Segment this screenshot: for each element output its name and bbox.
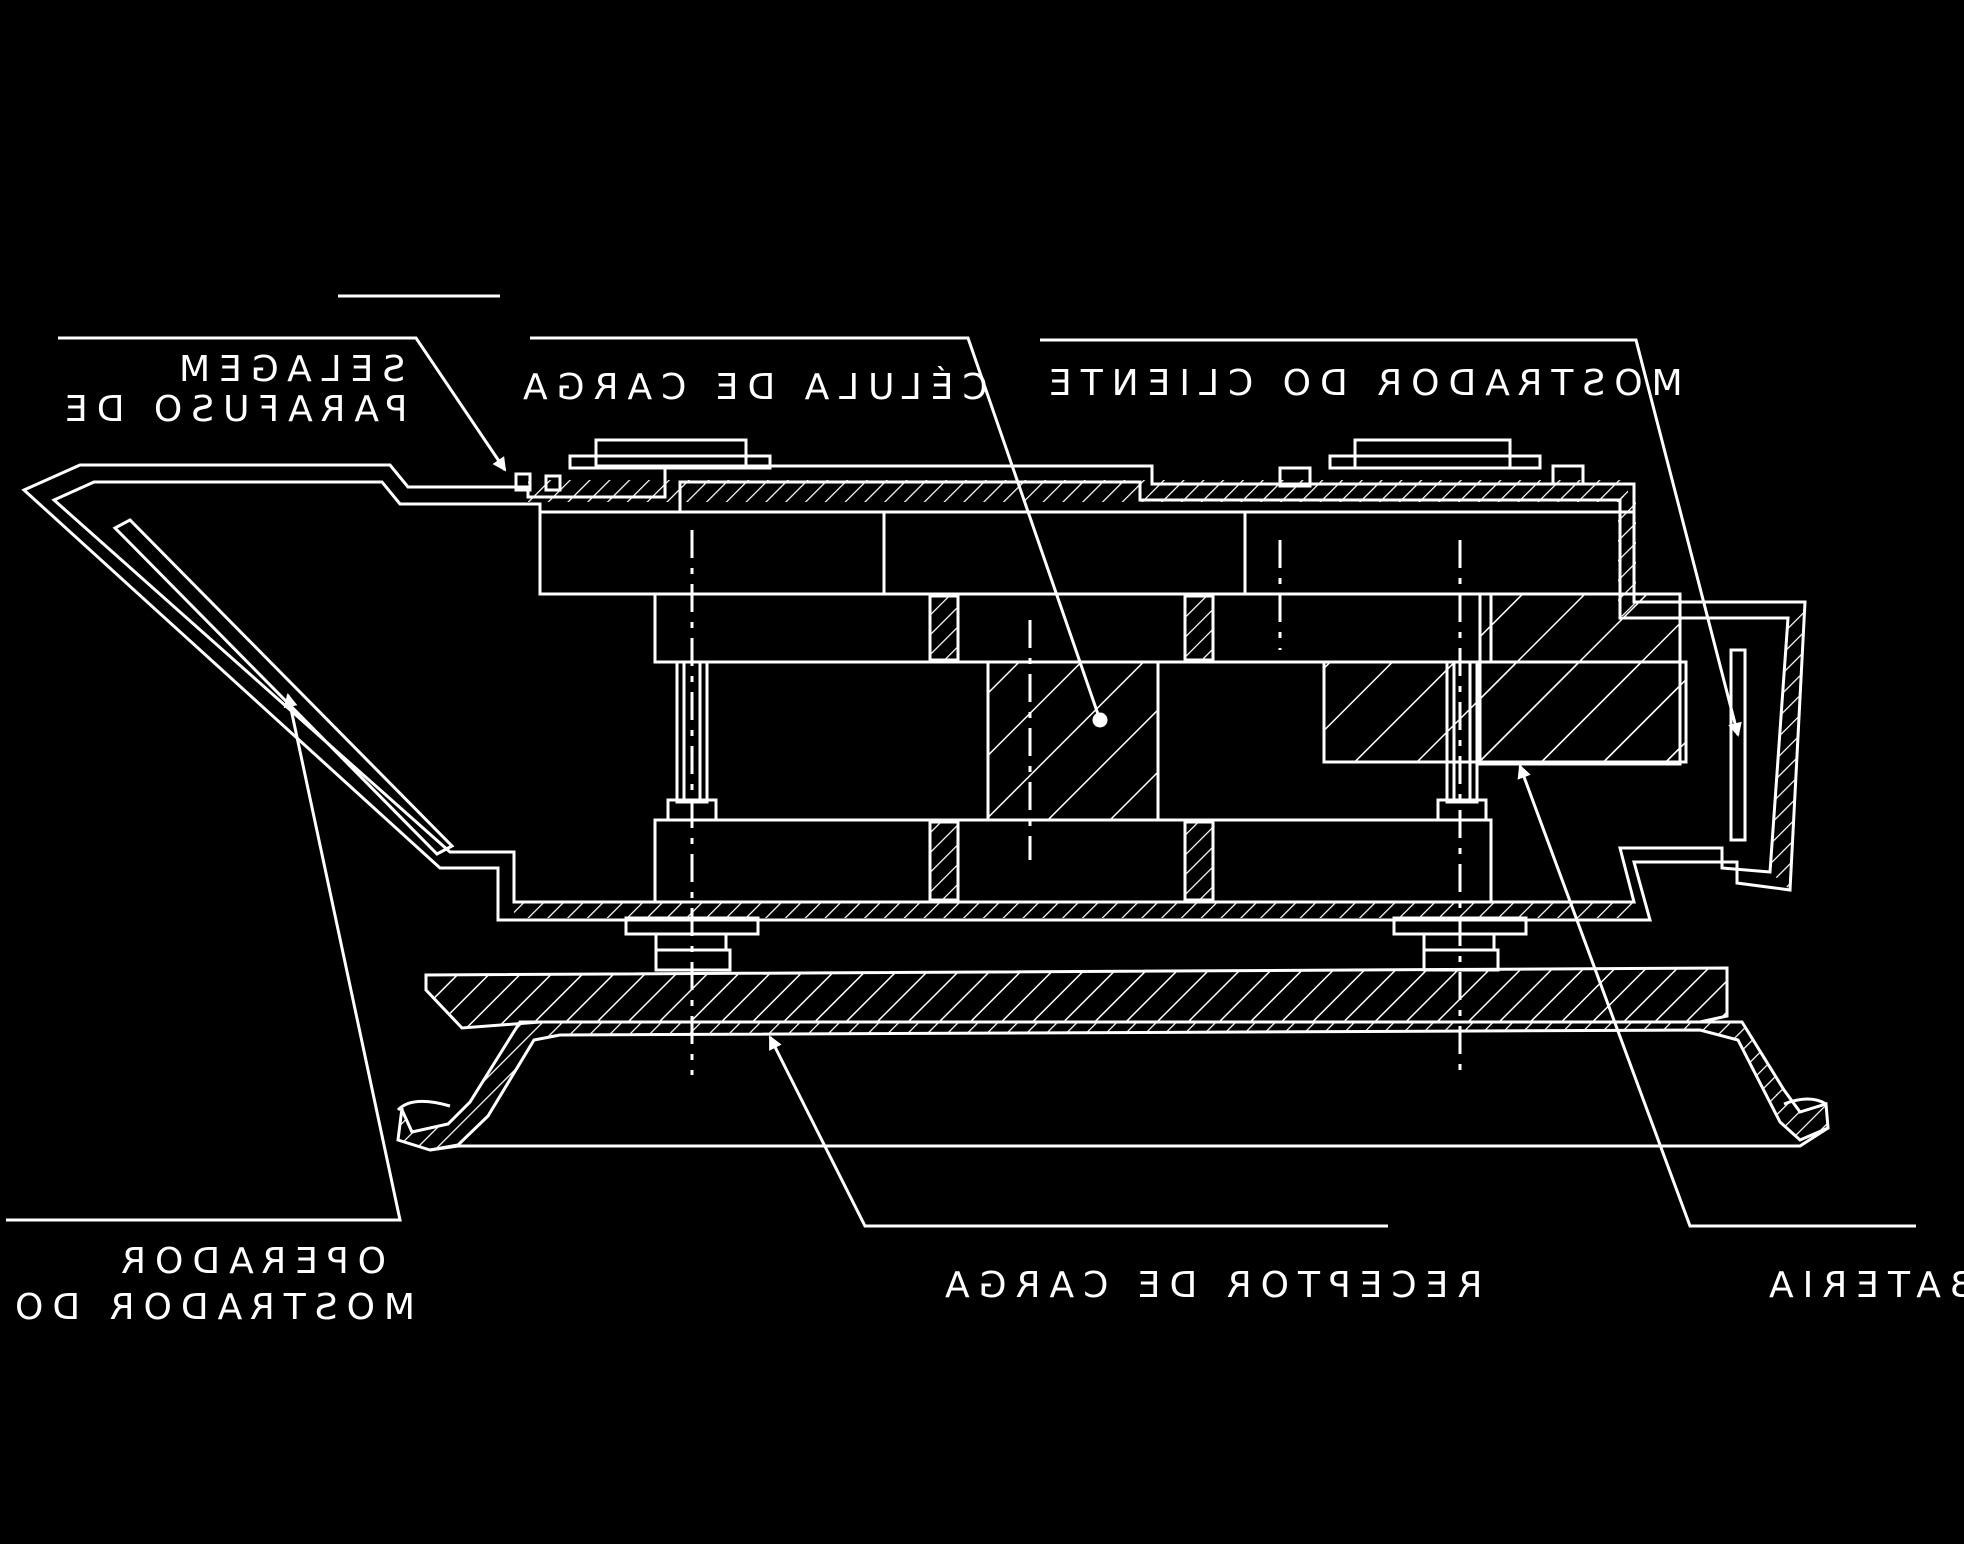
center-lines <box>690 530 1462 1075</box>
label-operator-display-line1: MOSTRADOR DO <box>6 1287 415 1328</box>
leader-load-receptor <box>768 1035 1388 1228</box>
upper-electronics-block <box>538 510 1636 596</box>
label-operator-display-line2: OPERADOR <box>112 1241 387 1282</box>
leader-operator-display <box>6 693 402 1222</box>
bolt-left <box>666 660 718 822</box>
load-receptor <box>396 966 1830 1152</box>
label-sealing-screw-line1: PARAFUSO DE <box>56 389 408 430</box>
leader-customer-display <box>1040 338 1742 737</box>
label-load-receptor: RECEPTOR DE CARGA <box>936 1265 1483 1306</box>
load-cell-lower-frame <box>653 818 1493 904</box>
label-sealing-screw-line2: SELAGEM <box>170 349 406 390</box>
customer-display <box>1729 648 1747 842</box>
label-battery: BATERIA <box>1760 1265 1964 1306</box>
feet <box>624 916 1528 972</box>
housing-shell <box>21 463 1807 922</box>
battery <box>1322 592 1688 766</box>
load-cell-upper-frame <box>653 592 1493 664</box>
boss-left-top <box>594 438 748 468</box>
leader-battery <box>1517 764 1916 1228</box>
leader-load-cell <box>530 336 1102 721</box>
operator-display <box>112 518 455 856</box>
leader-sealing-screw <box>58 336 507 472</box>
label-customer-display: MOSTRADOR DO CLIENTE <box>1040 363 1683 404</box>
sealing-screw <box>514 472 532 492</box>
label-load-cell: CÉLULA DE CARGA <box>514 367 988 408</box>
boss-right-top <box>1353 438 1512 470</box>
housing-shell-wall-hatch <box>528 480 1628 502</box>
load-cell-element <box>986 660 1160 822</box>
